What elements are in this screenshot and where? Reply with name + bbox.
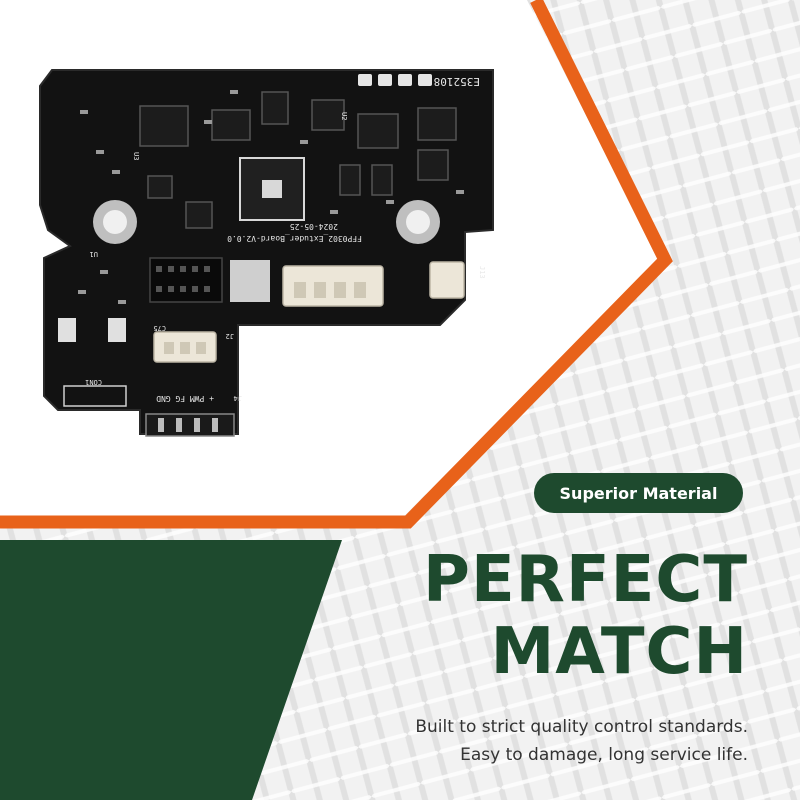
- pcb-label-j2: J2: [226, 332, 234, 340]
- description-line-1: Built to strict quality control standard…: [415, 717, 748, 737]
- jst-connector-small: [429, 261, 465, 299]
- ic-chip: [139, 105, 189, 147]
- headline-line-2: MATCH: [490, 615, 748, 689]
- pcb-label-j13: J13: [478, 266, 486, 279]
- headline: PERFECT MATCH: [423, 544, 748, 688]
- superior-material-badge: Superior Material: [534, 473, 743, 513]
- pcb-label-u2: U2: [340, 112, 348, 120]
- pcb-label-j4: J4: [234, 394, 242, 402]
- pcb-board-name: FFP0302_Extuder_Board-V2.0.0: [227, 234, 362, 243]
- headline-line-1: PERFECT: [423, 543, 748, 617]
- pcb-cert-label: E352108: [434, 75, 480, 88]
- pcb-label-con1: CON1: [85, 378, 102, 386]
- pcb-connector-pins: + PWM FG GND: [156, 394, 214, 403]
- badge-label: Superior Material: [559, 483, 718, 503]
- orange-accent-stripe: [0, 0, 673, 529]
- pcb-label-c75: C75: [153, 324, 166, 332]
- metal-pad: [230, 260, 270, 302]
- description-line-2: Easy to damage, long service life.: [460, 745, 748, 765]
- fpc-connector: [63, 385, 127, 407]
- pcb-label-u3: U3: [132, 152, 140, 160]
- pcb-date: 2024-05-25: [290, 222, 338, 231]
- pcb-label-u1: U1: [90, 250, 98, 258]
- description: Built to strict quality control standard…: [415, 713, 748, 769]
- pin-header: [149, 257, 223, 303]
- pcb-board-image: E352108 FFP0302_Extuder_Board-V2.0.0 202…: [39, 69, 494, 437]
- green-corner-block: [0, 540, 342, 800]
